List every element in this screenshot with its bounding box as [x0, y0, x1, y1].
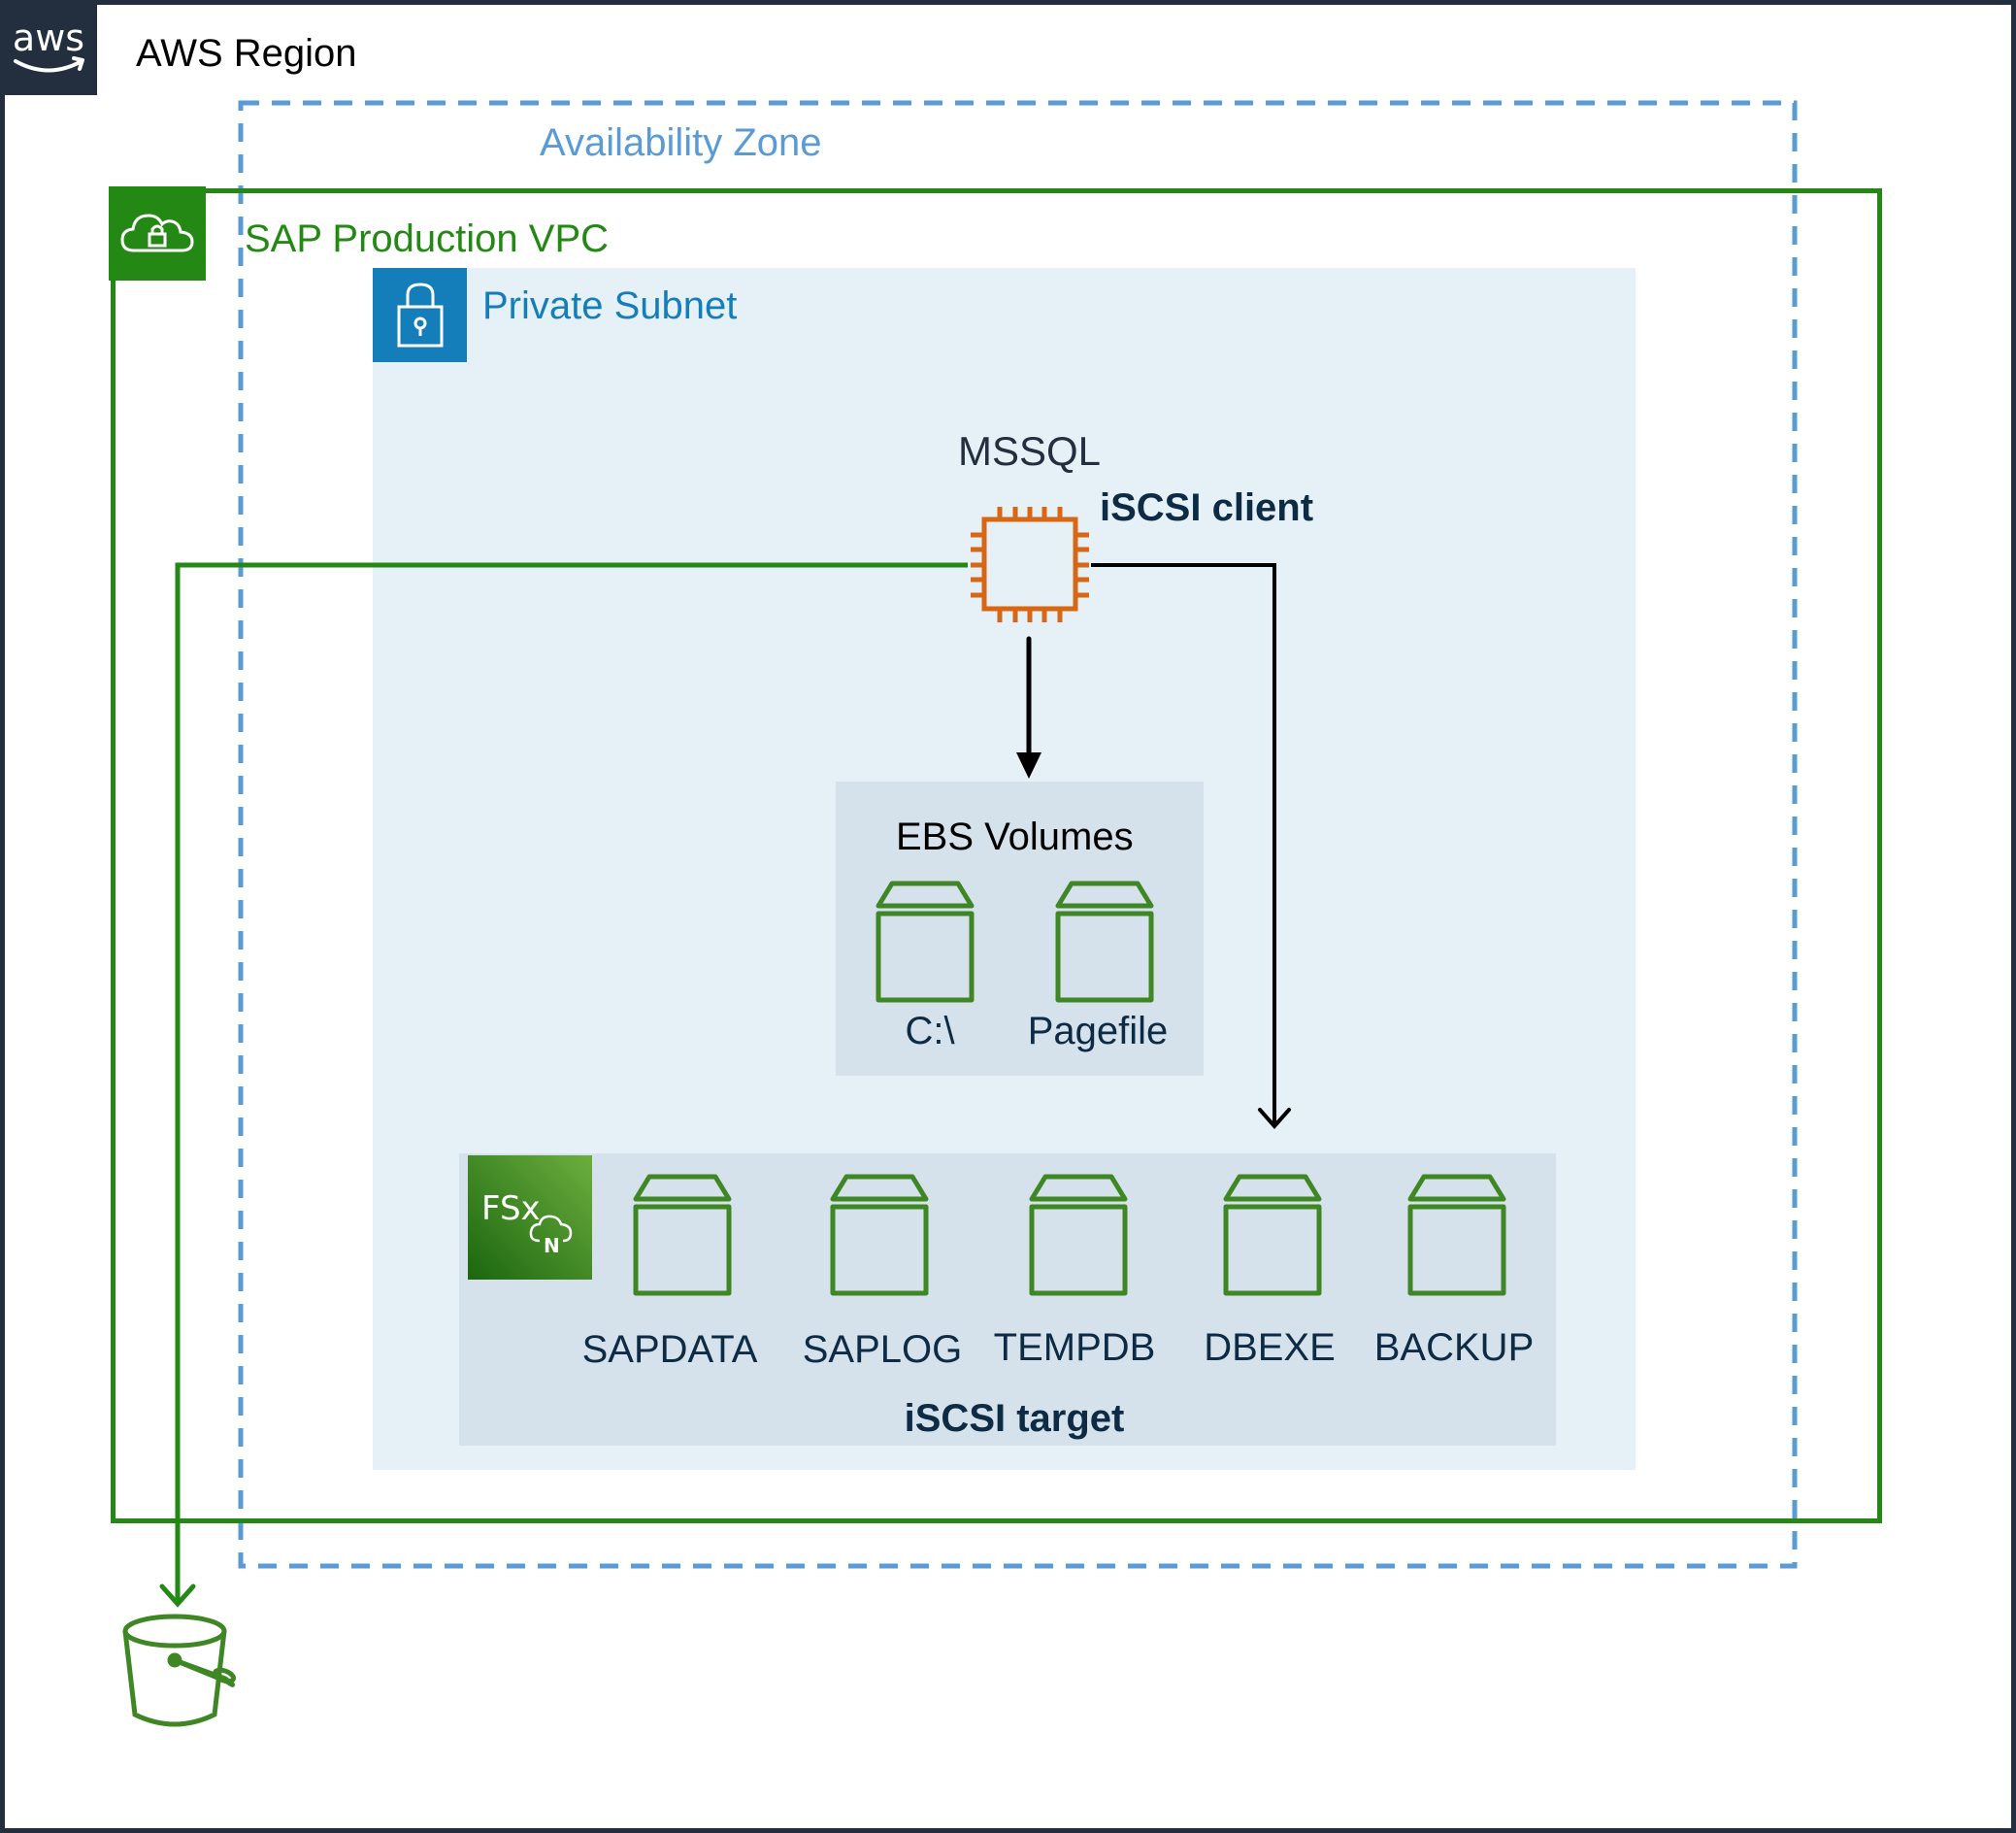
aws-logo-icon: aws — [0, 0, 97, 95]
fsx-volume-icon — [830, 1174, 929, 1296]
fsx-volume-label: TEMPDB — [993, 1326, 1156, 1369]
fsx-volume-label: BACKUP — [1373, 1326, 1535, 1369]
iscsi-client-label: iSCSI client — [1100, 486, 1314, 529]
ebs-volume-label: Pagefile — [1027, 1010, 1169, 1052]
ebs-volume-icon — [876, 881, 975, 1003]
iscsi-target-label: iSCSI target — [904, 1397, 1125, 1440]
s3-bucket-icon — [122, 1614, 237, 1727]
instance-name-label: MSSQL — [958, 428, 1102, 474]
fsx-volume-label: DBEXE — [1204, 1326, 1336, 1369]
ebs-volume-icon — [1055, 881, 1154, 1003]
aws-logo-text: aws — [13, 17, 84, 59]
fsx-volume-label: SAPDATA — [581, 1328, 758, 1371]
fsx-volume-icon — [1223, 1174, 1322, 1296]
region-label: AWS Region — [136, 32, 357, 75]
fsx-volume-icon — [1029, 1174, 1128, 1296]
ec2-instance-chip-icon — [971, 507, 1089, 622]
fsx-volume-icon — [1407, 1174, 1506, 1296]
fsx-volume-label: SAPLOG — [802, 1328, 963, 1371]
fsx-volume-icon — [633, 1174, 732, 1296]
connector-mssql-to-ebs — [1016, 636, 1041, 779]
vpc-cloud-lock-icon — [109, 186, 206, 281]
connector-mssql-to-s3 — [159, 562, 968, 1608]
